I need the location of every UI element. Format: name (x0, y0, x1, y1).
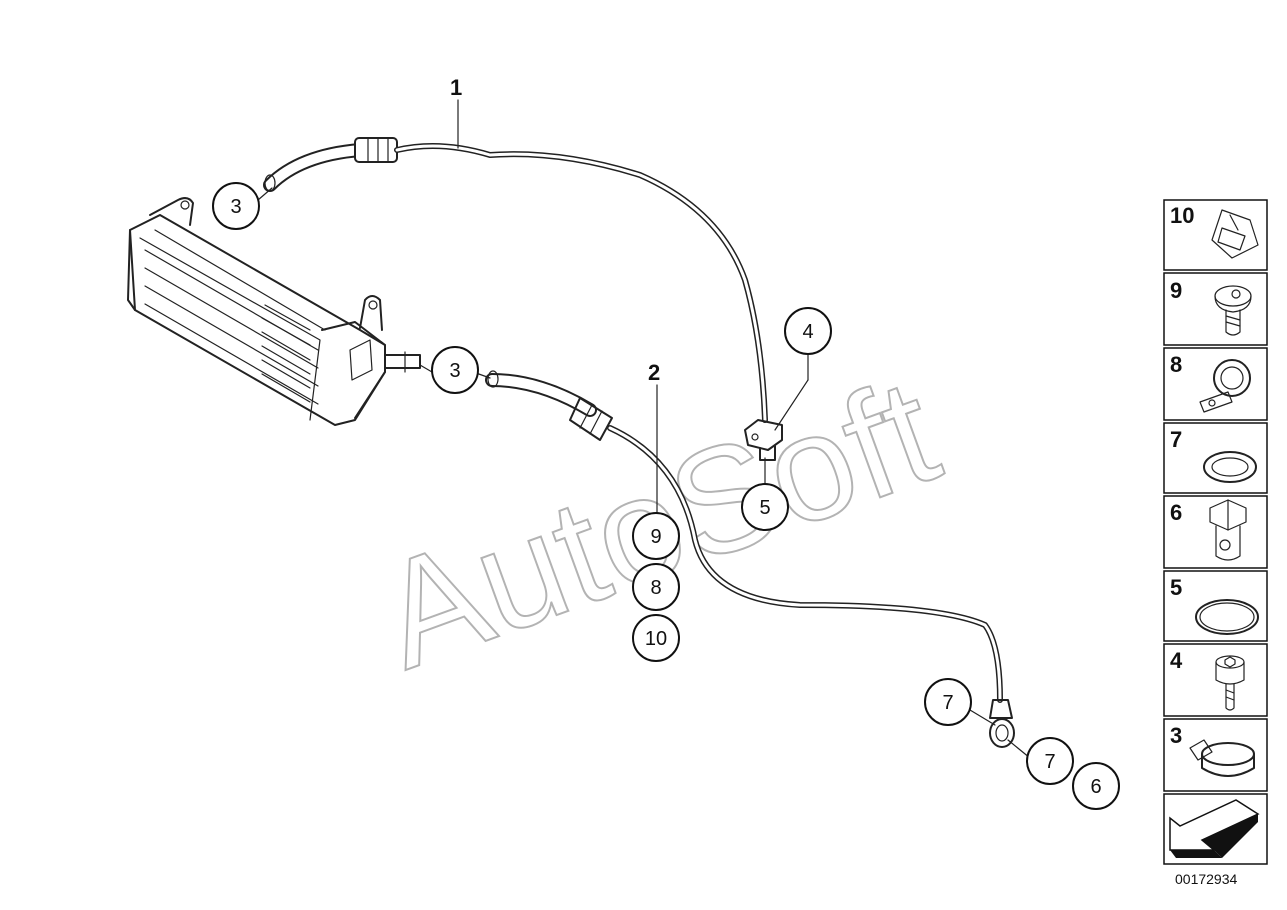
callout-5: 5 (741, 483, 789, 531)
callout-10: 10 (632, 614, 680, 662)
callout-7-left: 7 (924, 678, 972, 726)
svg-text:7: 7 (942, 692, 953, 714)
callout-6: 6 (1072, 762, 1120, 810)
svg-text:6: 6 (1090, 776, 1101, 798)
legend-item-9[interactable]: 9 (1163, 272, 1268, 346)
svg-text:5: 5 (1170, 575, 1182, 600)
oil-cooler (127, 197, 421, 426)
legend-item-6[interactable]: 6 (1163, 495, 1268, 569)
sealing-ring-icon (1203, 451, 1257, 483)
svg-text:4: 4 (1170, 648, 1183, 673)
svg-text:8: 8 (1170, 352, 1182, 377)
oil-line-2 (485, 370, 1015, 748)
callouts: 1 2 3 3 4 5 9 8 10 (212, 75, 1120, 810)
spring-nut-icon (1211, 209, 1259, 259)
callout-8: 8 (632, 563, 680, 611)
callout-7-right: 7 (1026, 737, 1074, 785)
socket-head-screw-icon (1215, 655, 1245, 711)
legend-item-4[interactable]: 4 (1163, 643, 1268, 717)
callout-2: 2 (648, 360, 660, 385)
arrow-back-icon (1169, 799, 1260, 858)
svg-text:8: 8 (650, 577, 661, 599)
parts-legend: 10 9 8 (1163, 199, 1268, 865)
pipe-clip-icon (1199, 359, 1251, 413)
o-ring-icon (1195, 599, 1259, 635)
legend-item-3[interactable]: 3 (1163, 718, 1268, 792)
svg-text:3: 3 (230, 196, 241, 218)
svg-text:6: 6 (1170, 500, 1182, 525)
legend-item-8[interactable]: 8 (1163, 347, 1268, 421)
legend-item-10[interactable]: 10 (1163, 199, 1268, 271)
callout-3-lower: 3 (431, 346, 479, 394)
callout-3-upper: 3 (212, 182, 260, 230)
legend-item-5[interactable]: 5 (1163, 570, 1268, 642)
callout-4: 4 (784, 307, 832, 355)
svg-text:10: 10 (645, 628, 667, 650)
svg-text:4: 4 (802, 321, 813, 343)
svg-text:9: 9 (1170, 278, 1182, 303)
svg-text:9: 9 (650, 526, 661, 548)
banjo-bolt-icon (1209, 499, 1247, 561)
oil-line-1 (263, 137, 783, 461)
leader-lines (257, 99, 1031, 759)
callout-1: 1 (450, 75, 462, 100)
svg-text:3: 3 (449, 360, 460, 382)
svg-text:3: 3 (1170, 723, 1182, 748)
torx-screw-icon (1214, 285, 1252, 336)
hose-clamp-icon (1189, 739, 1255, 777)
legend-item-7[interactable]: 7 (1163, 422, 1268, 494)
svg-text:7: 7 (1044, 751, 1055, 773)
svg-text:7: 7 (1170, 427, 1182, 452)
svg-text:10: 10 (1170, 203, 1194, 228)
svg-text:5: 5 (759, 497, 770, 519)
callout-9: 9 (632, 512, 680, 560)
back-navigation[interactable] (1163, 793, 1268, 865)
diagram-code: 00172934 (1175, 871, 1238, 887)
